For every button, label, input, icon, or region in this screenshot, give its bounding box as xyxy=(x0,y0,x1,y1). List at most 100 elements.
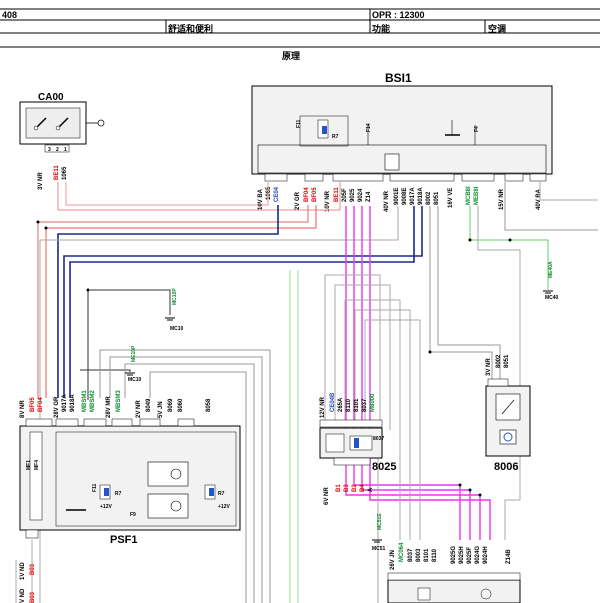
bsi1-code-9001e: 9001E xyxy=(394,188,400,205)
bottom-code-9025f: 9025F xyxy=(467,547,473,564)
bsi1-code-9025: 9025 xyxy=(350,188,356,202)
bottom-left-label: V ND xyxy=(20,588,26,603)
bsi1-code-8051: 8051 xyxy=(434,191,440,205)
ca00-code-1065: 1065 xyxy=(62,166,68,180)
ground-symbols: MC10P MC10 ME10P MC10 ME40A MC40 MC51E M… xyxy=(125,261,559,552)
psf1-wire-label-4: 2V NR xyxy=(136,400,142,418)
bsi1-code-8002: 8002 xyxy=(426,191,432,205)
opr-label: OPR : 12300 xyxy=(372,10,425,20)
bsi1-internal-r7: R7 xyxy=(332,134,339,140)
bsi1-code-meb8i: MEB8I xyxy=(474,186,480,205)
c8025-title: 8025 xyxy=(372,461,396,473)
bottom-conn-label: 26V JN xyxy=(390,550,396,570)
psf1-bottom-code: B03 xyxy=(30,563,36,575)
c8025-bottom-b1: B1 xyxy=(336,484,342,492)
bsi1-code-z14: Z14 xyxy=(366,191,372,202)
psf1-wire-labels: 8V NR BF05 BF04 28V GR 9017A 9018A MBSM1… xyxy=(20,390,212,603)
bsi1-wire-label-4: 40V NR xyxy=(384,190,390,212)
bsi1-wire-label-3: 10V NR xyxy=(325,190,331,212)
psf1-code-8060: 8060 xyxy=(178,398,184,412)
c8025-internal: 8037 xyxy=(373,436,384,442)
psf1-module: MF1 MF4 F11 R7 F9 +12V R7 +12V PSF1 xyxy=(19,418,241,546)
c8025-bottom-label: 6V NR xyxy=(324,487,330,505)
c8025-code-m8000: M8000 xyxy=(370,393,376,412)
ground-mc10: MC10 xyxy=(170,326,184,332)
psf1-internal-r7-b: R7 xyxy=(218,491,225,497)
psf1-code-8058: 8058 xyxy=(206,398,212,412)
bsi1-code-bf04: BF04 xyxy=(304,187,310,202)
ca00-module: CA00 3 2 1 3V NR BE11 1065 xyxy=(19,92,105,190)
bsi1-wire-label-2: 2V GR xyxy=(295,191,301,210)
bsi1-wire-label-1: 10V BA xyxy=(258,188,264,210)
bottom-code-z14b: Z14B xyxy=(506,549,512,564)
c8025-code-ce04b: CE04B xyxy=(330,392,336,412)
bsi1-code-9017a: 9017A xyxy=(410,187,416,205)
c8025-code-265a: 265A xyxy=(338,397,344,412)
bsi1-internal-f14: F14 xyxy=(366,123,372,132)
ground-mc10-b: MC10 xyxy=(128,377,142,383)
c8025-bottom-b2: B2 xyxy=(352,484,358,492)
ground-mc40: MC40 xyxy=(545,295,559,301)
ground-me40a: ME40A xyxy=(548,261,554,278)
module-8025: 8037 8025 12V NR CE04B 265A 8110 8101 80… xyxy=(319,392,396,505)
bsi1-wire-label-7: 40V BA xyxy=(536,188,542,210)
bottom-left-code: B03 xyxy=(30,591,36,603)
bsi1-connector-row xyxy=(264,173,547,182)
c8006-code-8002: 8002 xyxy=(496,354,502,368)
ca00-title: CA00 xyxy=(38,92,64,103)
psf1-internal-f11: F11 xyxy=(92,483,98,492)
c8025-bottom-a: A xyxy=(368,487,374,492)
bottom-code-9025g: 9025G xyxy=(451,546,457,564)
bottom-code-8110: 8110 xyxy=(432,548,438,562)
bottom-code-mc064: MC064 xyxy=(399,542,405,562)
c8025-code-8101: 8101 xyxy=(354,398,360,412)
psf1-code-8069: 8069 xyxy=(168,398,174,412)
bsi1-code-9024: 9024 xyxy=(358,188,364,202)
bottom-code-9025h: 9025H xyxy=(459,546,465,564)
bsi1-wire-label-5: 16V VE xyxy=(448,188,454,208)
psf1-wire-label-5: 5V JN xyxy=(158,401,164,418)
ca00-pin-1: 1 xyxy=(64,147,67,153)
bsi1-code-9018a: 9018A xyxy=(418,187,424,205)
c8025-bottom-b4: B4 xyxy=(360,484,366,492)
psf1-code-mbsm1: MBSM1 xyxy=(82,390,88,412)
bsi1-internal-f4: F4 xyxy=(474,126,480,132)
bsi1-code-9008e: 9008E xyxy=(402,188,408,205)
psf1-internal-mf1: MF1 xyxy=(26,460,32,470)
bsi1-code-205f: 205F xyxy=(342,188,348,202)
c8006-wire-label: 3V NR xyxy=(486,358,492,376)
psf1-title: PSF1 xyxy=(110,534,138,546)
bsi1-internal-f11: F11 xyxy=(296,119,302,128)
psf1-code-8049: 8049 xyxy=(146,398,152,412)
psf1-internal-mf4: MF4 xyxy=(34,460,40,470)
ground-mc51: MC51 xyxy=(372,546,386,552)
ca00-pin-3: 3 xyxy=(48,147,51,153)
category-label: 舒适和便利 xyxy=(168,24,214,34)
psf1-wire-label-3: 28V MR xyxy=(106,396,112,418)
wires xyxy=(15,182,598,603)
ca00-code-be11: BE11 xyxy=(54,165,60,180)
model-label: 408 xyxy=(2,10,18,20)
ca00-pin-2: 2 xyxy=(56,147,59,153)
psf1-internal-f9: F9 xyxy=(130,512,136,518)
bsi1-module: F11 R7 F14 F4 BSI1 xyxy=(251,71,553,175)
bsi1-code-1065: 1065 xyxy=(266,186,272,200)
c8006-code-8051: 8051 xyxy=(504,354,510,368)
ca00-wire-label: 3V NR xyxy=(38,172,44,190)
c8025-wire-label: 12V NR xyxy=(320,396,326,418)
bsi1-code-ce04: CE04 xyxy=(274,186,280,202)
header-table: 408 OPR : 12300 舒适和便利 功能 空调 原理 xyxy=(0,0,600,61)
psf1-internal-12v: +12V xyxy=(100,504,112,510)
bsi1-code-bf05: BF05 xyxy=(312,187,318,202)
function-value: 空调 xyxy=(488,24,507,34)
bottom-code-8003: 8003 xyxy=(416,548,422,562)
c8006-title: 8006 xyxy=(494,461,518,473)
section-title: 原理 xyxy=(282,51,301,61)
module-8006: 8006 3V NR 8002 8051 xyxy=(485,354,531,473)
header-grid xyxy=(0,8,600,48)
bsi1-code-be11: BE11 xyxy=(334,187,340,202)
psf1-code-bf05: BF05 xyxy=(30,397,36,412)
psf1-code-mbsm2: MBSM2 xyxy=(90,390,96,412)
psf1-internal-r7: R7 xyxy=(115,491,122,497)
